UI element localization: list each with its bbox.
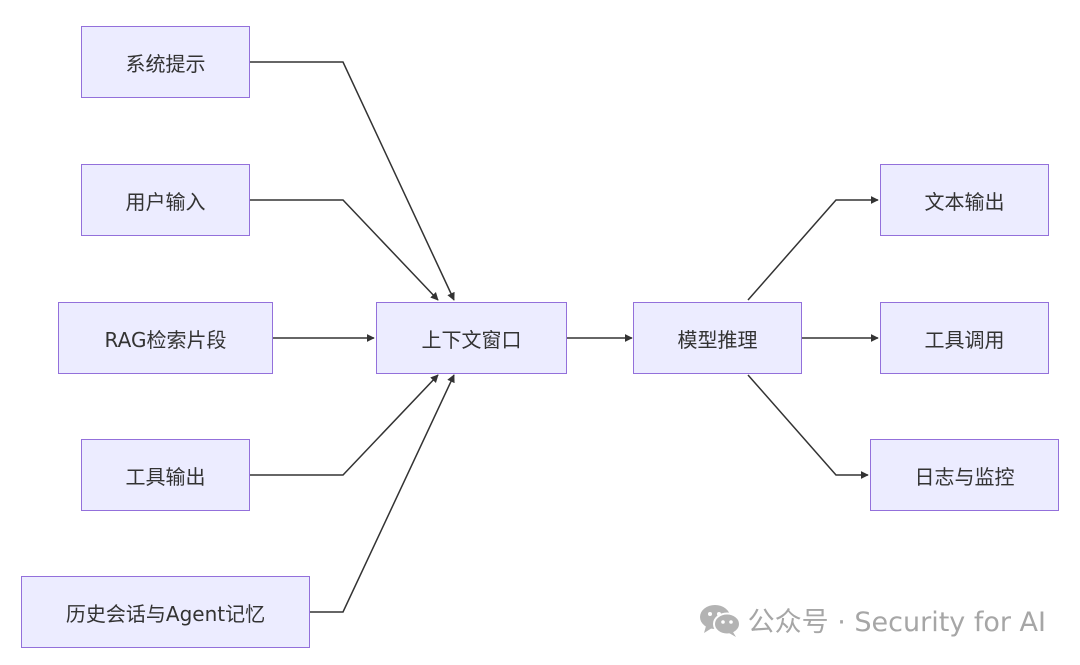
edge-system-prompt-to-context-window xyxy=(250,61,455,301)
watermark: 公众号 · Security for AI xyxy=(698,600,1046,639)
edge-model-inference-to-text-output xyxy=(747,196,879,301)
node-logging-monitoring: 日志与监控 xyxy=(870,439,1059,511)
node-history-memory: 历史会话与Agent记忆 xyxy=(21,576,310,648)
node-text-output: 文本输出 xyxy=(880,164,1049,236)
node-model-inference: 模型推理 xyxy=(633,302,802,374)
node-user-input: 用户输入 xyxy=(81,164,250,236)
node-tool-call: 工具调用 xyxy=(880,302,1049,374)
node-rag-snippets: RAG检索片段 xyxy=(58,302,273,374)
node-context-window: 上下文窗口 xyxy=(376,302,567,374)
node-system-prompt: 系统提示 xyxy=(81,26,250,98)
edge-history-memory-to-context-window xyxy=(310,374,455,613)
wechat-icon xyxy=(699,604,741,637)
edge-model-inference-to-logging-monitoring xyxy=(747,374,869,479)
watermark-label: 公众号 · Security for AI xyxy=(747,607,1046,638)
node-tool-output: 工具输出 xyxy=(81,439,250,511)
edge-tool-output-to-context-window xyxy=(250,374,439,476)
edge-user-input-to-context-window xyxy=(250,199,439,301)
